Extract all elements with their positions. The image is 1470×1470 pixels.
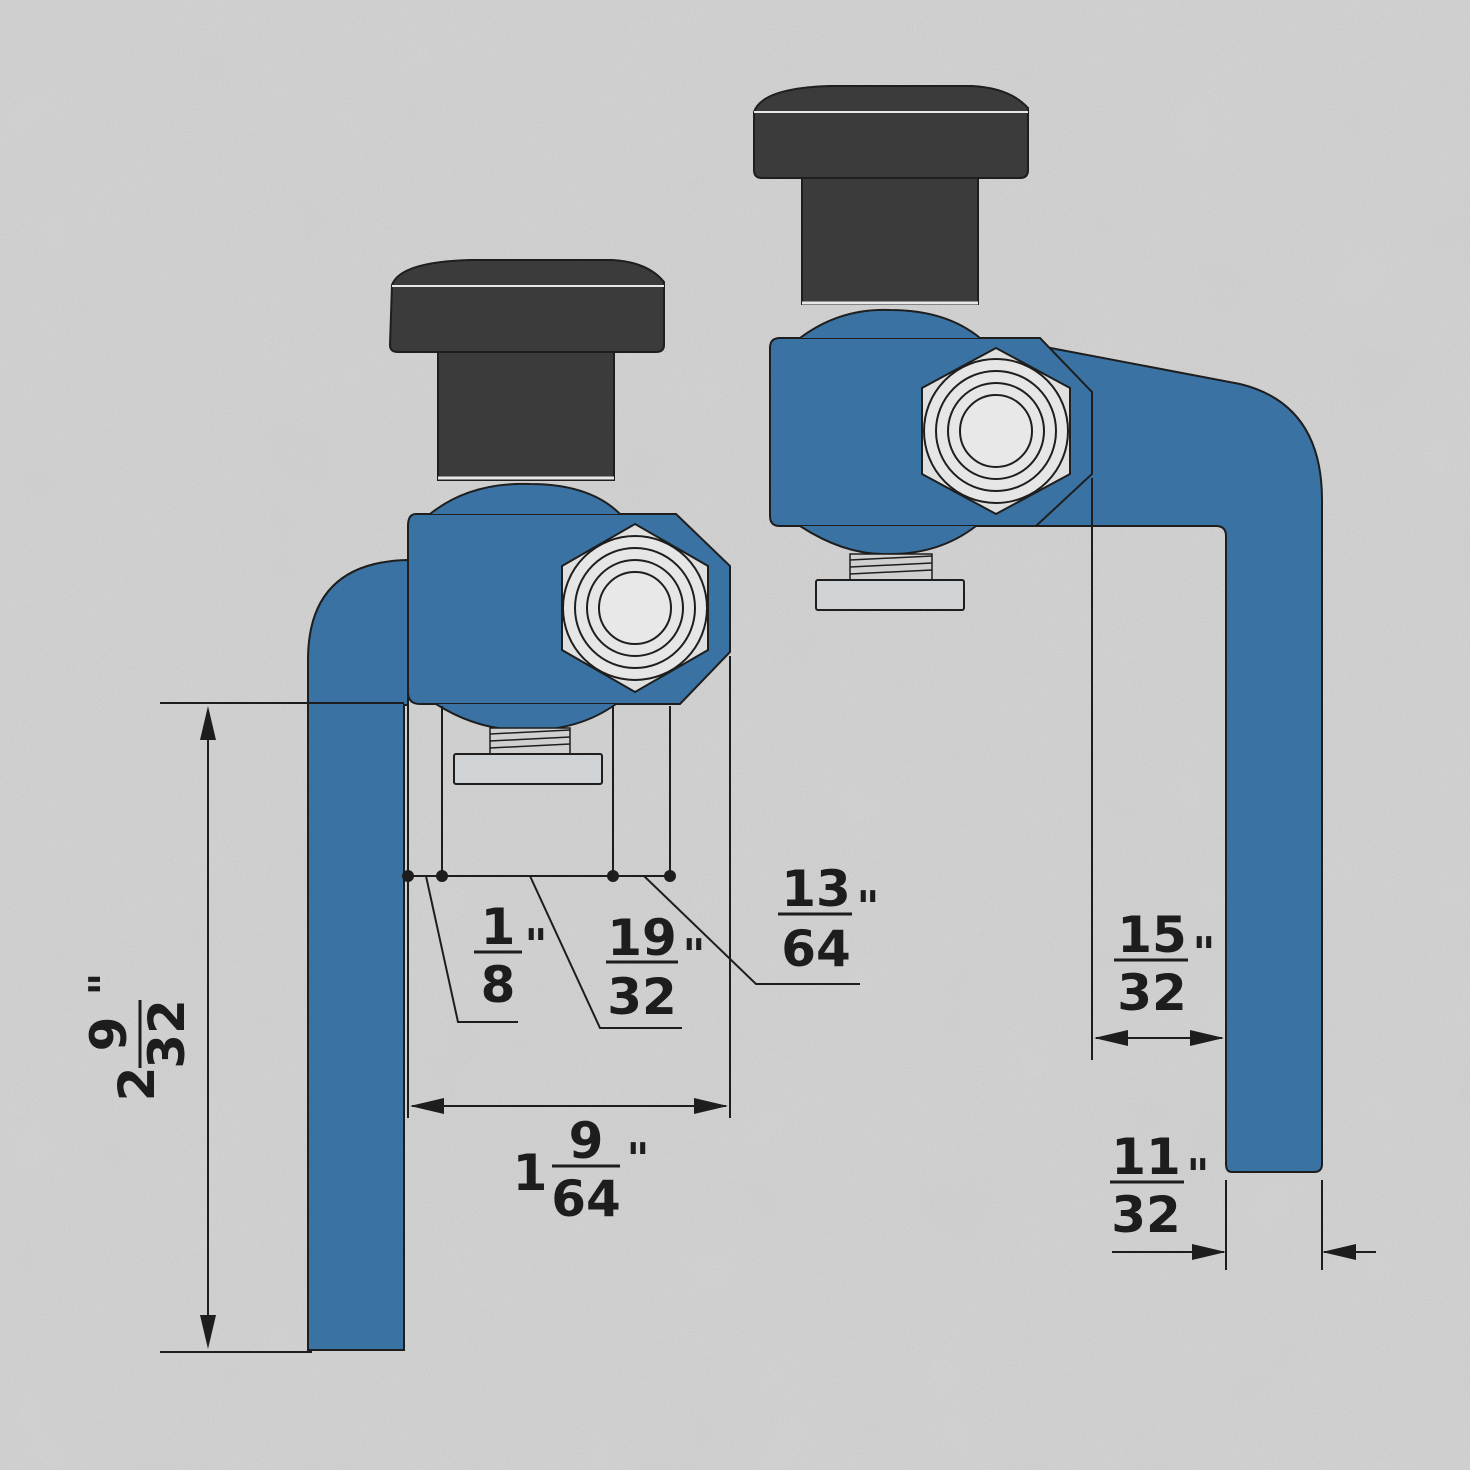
dimension-lines bbox=[160, 478, 1376, 1353]
right-clamp-pad bbox=[815, 579, 965, 611]
right-spring-thread bbox=[849, 553, 933, 581]
inner-gap-numerator: 15 bbox=[1117, 906, 1187, 964]
leg-height-numerator: 9 bbox=[80, 1017, 138, 1052]
total-width-label: 1 9 64 " bbox=[513, 1112, 650, 1228]
leg-height-whole: 2 bbox=[108, 1067, 166, 1102]
tip-offset-label: 1 8 " bbox=[474, 898, 547, 1014]
body-edge-unit: " bbox=[857, 882, 880, 933]
left-clamp-leg bbox=[307, 558, 409, 1351]
body-edge-denominator: 64 bbox=[781, 920, 851, 978]
left-clamp bbox=[307, 259, 731, 1351]
left-knob-stem bbox=[437, 351, 615, 481]
tip-offset-unit: " bbox=[525, 920, 548, 971]
leg-height-denominator: 32 bbox=[138, 999, 196, 1069]
right-clamp bbox=[753, 85, 1323, 1173]
leg-height-unit: " bbox=[80, 973, 131, 996]
pad-offset-denominator: 32 bbox=[607, 968, 677, 1026]
tip-offset-numerator: 1 bbox=[481, 898, 516, 956]
total-width-unit: " bbox=[627, 1134, 650, 1185]
body-edge-label: 13 64 " bbox=[778, 860, 879, 978]
total-width-numerator: 9 bbox=[569, 1112, 604, 1170]
inner-gap-denominator: 32 bbox=[1117, 964, 1187, 1022]
left-knob-cap-icon bbox=[388, 259, 665, 353]
left-clamp-pad bbox=[453, 753, 603, 785]
total-width-denominator: 64 bbox=[551, 1170, 621, 1228]
leg-thickness-denominator: 32 bbox=[1111, 1186, 1181, 1244]
pad-offset-label: 19 32 " bbox=[606, 909, 705, 1026]
body-edge-numerator: 13 bbox=[781, 860, 851, 918]
total-width-whole: 1 bbox=[513, 1144, 548, 1202]
pad-offset-numerator: 19 bbox=[607, 909, 677, 967]
dimension-points bbox=[402, 870, 676, 882]
leg-thickness-label: 11 32 " bbox=[1110, 1128, 1209, 1244]
pad-offset-unit: " bbox=[683, 930, 706, 981]
right-knob-cap-icon bbox=[753, 85, 1029, 179]
left-spring-thread bbox=[489, 727, 571, 755]
right-clamp-leg bbox=[1034, 344, 1323, 1173]
right-knob-stem bbox=[801, 177, 979, 305]
leg-height-label: 2 9 32 " bbox=[80, 973, 196, 1102]
tip-offset-denominator: 8 bbox=[481, 956, 516, 1014]
inner-gap-label: 15 32 " bbox=[1114, 906, 1215, 1022]
leg-thickness-numerator: 11 bbox=[1111, 1128, 1181, 1186]
inner-gap-unit: " bbox=[1193, 928, 1216, 979]
leg-thickness-unit: " bbox=[1187, 1150, 1210, 1201]
